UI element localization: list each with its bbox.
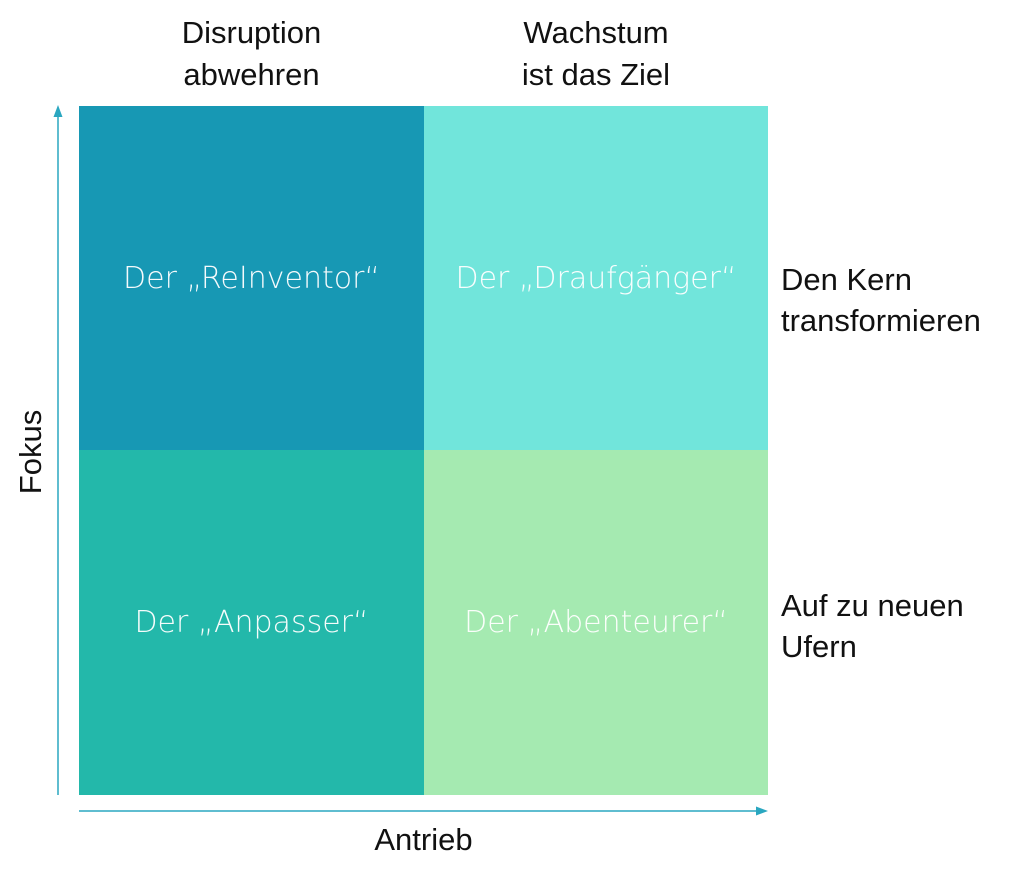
column-header-left: Disruption abwehren bbox=[79, 12, 424, 96]
x-axis-label: Antrieb bbox=[374, 822, 473, 857]
x-axis-arrowhead bbox=[756, 806, 768, 816]
quadrant-top-right: Der „Draufgänger“ bbox=[424, 106, 768, 450]
column-header-right-line2: ist das Ziel bbox=[521, 57, 671, 92]
quadrant-bottom-right: Der „Abenteurer“ bbox=[424, 450, 768, 795]
row-label-bottom-line2: Ufern bbox=[781, 629, 857, 664]
quadrant-top-left-label: Der „ReInventor“ bbox=[123, 260, 380, 296]
column-header-left-line2: abwehren bbox=[183, 57, 320, 92]
quadrant-bottom-right-label: Der „Abenteurer“ bbox=[464, 605, 728, 640]
row-label-top-line2: transformieren bbox=[781, 303, 981, 338]
quadrant-top-left: Der „ReInventor“ bbox=[79, 106, 424, 450]
column-header-left-line1: Disruption bbox=[181, 15, 322, 50]
y-axis-label: Fokus bbox=[13, 409, 48, 495]
row-label-top-line1: Den Kern bbox=[781, 262, 912, 297]
column-header-right: Wachstum ist das Ziel bbox=[424, 12, 768, 96]
quadrant-bottom-left: Der „Anpasser“ bbox=[79, 450, 424, 795]
column-header-right-line1: Wachstum bbox=[523, 15, 669, 50]
quadrant-bottom-left-label: Der „Anpasser“ bbox=[134, 605, 369, 640]
row-label-bottom: Auf zu neuen Ufern bbox=[781, 585, 964, 667]
quadrant-top-right-label: Der „Draufgänger“ bbox=[455, 260, 737, 296]
row-label-bottom-line1: Auf zu neuen bbox=[781, 588, 964, 623]
y-axis-arrowhead bbox=[53, 105, 63, 117]
row-label-top: Den Kern transformieren bbox=[781, 259, 981, 341]
